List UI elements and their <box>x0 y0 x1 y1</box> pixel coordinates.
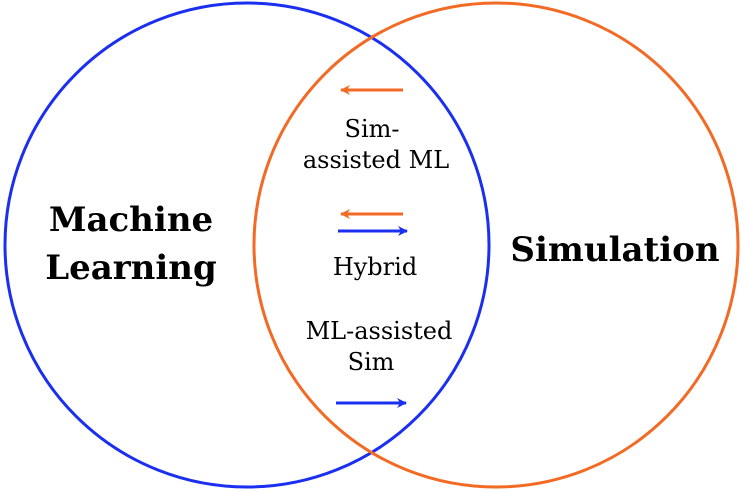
hybrid-label: Hybrid <box>333 253 417 281</box>
ml-assisted-sim-label-line2: Sim <box>348 348 395 376</box>
sim-assisted-ml-label-line1: Sim- <box>345 115 400 143</box>
machine-learning-label-line1: Machine <box>49 200 213 240</box>
simulation-circle <box>252 1 740 489</box>
ml-assisted-sim-label-line1: ML-assisted <box>306 317 453 345</box>
simulation-label: Simulation <box>510 230 719 270</box>
machine-learning-circle <box>3 1 491 489</box>
sim-assisted-ml-label-line2: assisted ML <box>303 146 449 174</box>
machine-learning-label-line2: Learning <box>45 248 217 288</box>
